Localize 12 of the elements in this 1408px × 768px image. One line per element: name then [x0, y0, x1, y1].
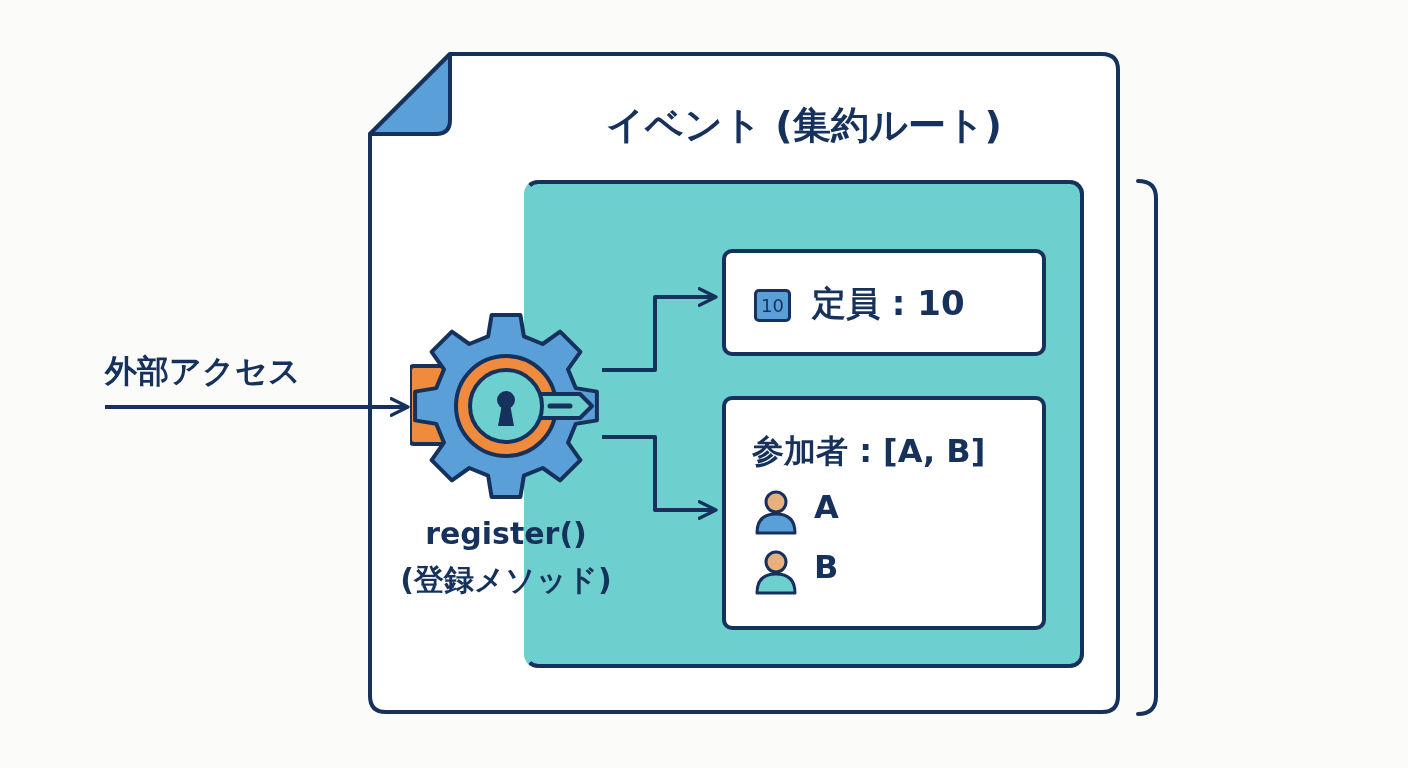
label-text: B [814, 548, 839, 586]
arrow [602, 435, 718, 520]
info-card [722, 249, 1046, 356]
info-card [722, 396, 1046, 630]
label-text: 参加者 : [A, B] [752, 431, 986, 472]
label-text: A [814, 488, 839, 526]
arrow [602, 287, 718, 372]
label-text: 外部アクセス [105, 351, 301, 392]
heading: イベント (集約ルート) [605, 102, 1003, 149]
label-text: 定員 : 10 [812, 282, 965, 325]
number-badge: 10 [754, 289, 791, 322]
arrow [105, 397, 410, 417]
